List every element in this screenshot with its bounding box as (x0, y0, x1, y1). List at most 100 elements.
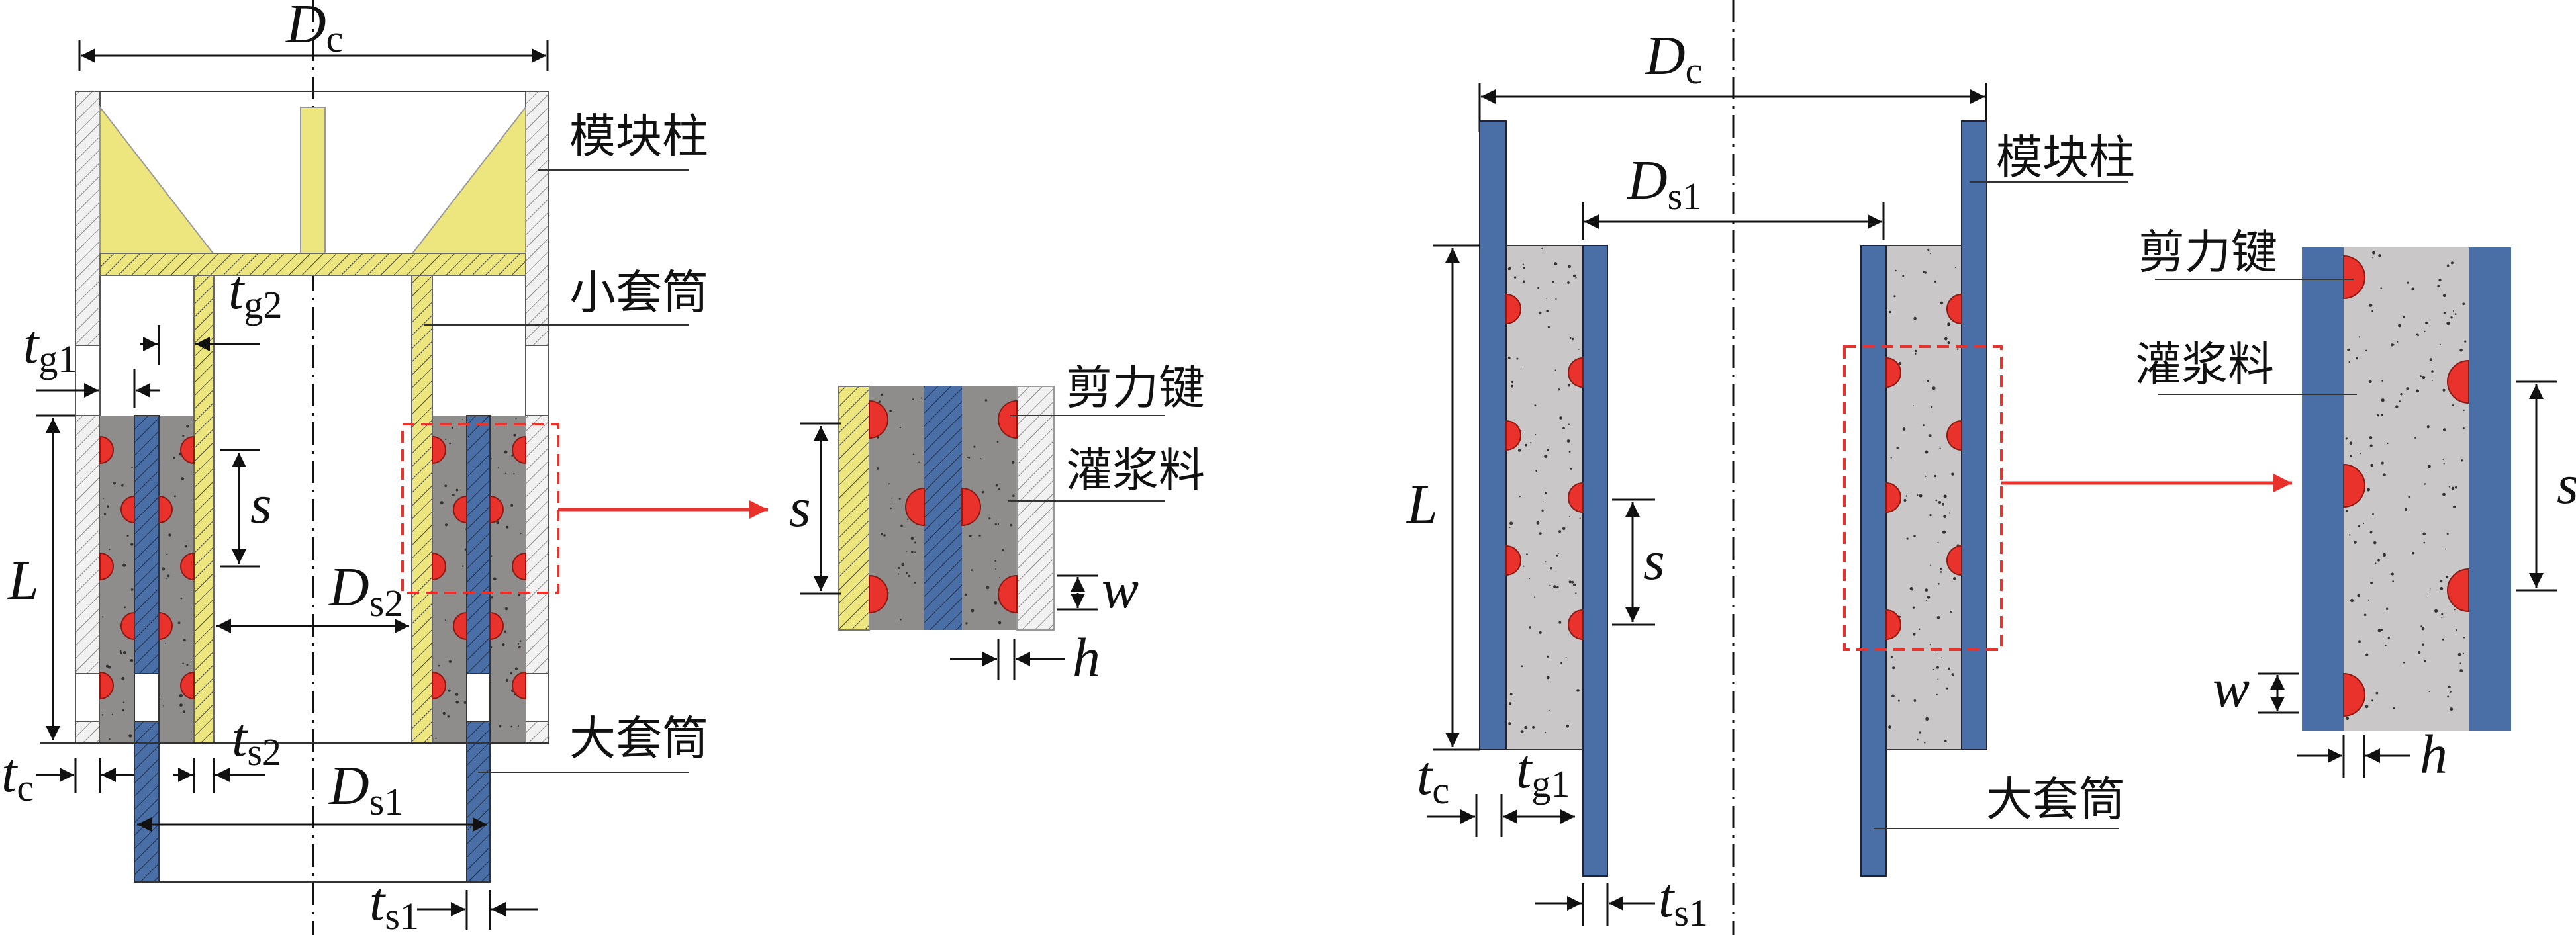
grout-speckle (1912, 606, 1915, 609)
grout-speckle (1940, 301, 1944, 305)
grout-speckle (1917, 494, 1919, 496)
grout-speckle (2365, 349, 2367, 351)
grout-speckle (1946, 687, 1948, 690)
grout-speckle (2423, 541, 2426, 544)
grout-speckle (2462, 302, 2465, 306)
large-sleeve-right (1860, 245, 1887, 877)
grout-speckle (1510, 384, 1513, 388)
grout-speckle (180, 597, 183, 600)
grout-speckle (914, 541, 917, 544)
grout-speckle (914, 582, 916, 584)
grout-speckle (2372, 251, 2376, 255)
shear-key (453, 495, 467, 524)
grout-speckle (2368, 380, 2372, 384)
grout-speckle (900, 524, 903, 527)
grout-speckle (504, 450, 508, 454)
grout-speckle (1579, 517, 1581, 519)
grout-speckle (2420, 625, 2423, 628)
grout-speckle (2434, 609, 2438, 613)
grout-speckle (166, 553, 168, 556)
grout-speckle (1576, 689, 1580, 692)
grout-speckle (888, 483, 890, 485)
grout-speckle (1937, 678, 1939, 680)
callout-large-sleeve: 大套筒 (1986, 772, 2125, 826)
grout-speckle (1560, 662, 1563, 664)
shear-key (99, 435, 114, 465)
grout-speckle (1565, 656, 1567, 658)
grout-speckle (2461, 459, 2463, 462)
grout-speckle (448, 660, 452, 663)
grout-speckle (2385, 607, 2389, 610)
grout-speckle (2456, 629, 2457, 631)
shear-key (99, 552, 114, 581)
shear-key (432, 552, 446, 581)
grout-speckle (2424, 330, 2426, 333)
grout-speckle (2397, 341, 2399, 343)
grout-speckle (119, 650, 122, 652)
dim-label-ds2: Ds2 (328, 557, 403, 625)
grout-speckle (2411, 287, 2414, 291)
grout-speckle (1940, 568, 1942, 570)
grout-speckle (1554, 262, 1558, 266)
grout-speckle (1545, 561, 1547, 563)
dim-label-ds1: Ds1 (1627, 150, 1701, 218)
grout-speckle (173, 457, 175, 459)
grout-speckle (912, 398, 914, 400)
grout-speckle (1917, 738, 1919, 741)
grout-speckle (2446, 575, 2449, 578)
grout-speckle (1567, 281, 1570, 284)
grout-speckle (2437, 285, 2440, 288)
dim-label-l: L (1406, 474, 1438, 535)
grout-speckle (1535, 434, 1537, 435)
grout-speckle (1569, 337, 1572, 339)
dim-label-tc: tc (1, 742, 34, 809)
grout-speckle (2358, 336, 2361, 338)
grout-speckle (1536, 521, 1540, 525)
grout-speckle (1935, 651, 1936, 652)
grout-speckle (2398, 324, 2401, 328)
dim-label-ts1: ts1 (369, 871, 419, 935)
grout-speckle (455, 693, 459, 696)
grout-speckle (1928, 434, 1932, 437)
grout-speckle (981, 490, 984, 494)
grout-speckle (2392, 343, 2395, 346)
grout-speckle (998, 621, 1002, 625)
grout-speckle (2376, 414, 2379, 417)
grout-speckle (2429, 588, 2431, 590)
grout-speckle (1537, 287, 1539, 289)
grout-speckle (1509, 527, 1511, 528)
grout-speckle (2450, 261, 2454, 265)
callout-module-column: 模块柱 (1996, 130, 2135, 185)
grout-speckle (2369, 436, 2373, 439)
shear-key (489, 611, 504, 641)
shear-key (2343, 463, 2365, 508)
grout-speckle (1542, 501, 1544, 502)
grout-speckle (995, 568, 996, 570)
grout-speckle (2393, 707, 2395, 709)
grout-speckle (1571, 580, 1574, 584)
grout-speckle (911, 551, 914, 553)
grout-speckle (1534, 596, 1536, 598)
grout-speckle (1925, 717, 1929, 721)
grout-speckle (1509, 521, 1513, 525)
module-column-wall-left (75, 91, 101, 744)
grout-speckle (1918, 628, 1921, 631)
shear-key (1505, 545, 1521, 576)
grout-speckle (451, 426, 454, 429)
grout-speckle (2448, 323, 2450, 326)
grout-speckle (908, 574, 911, 578)
grout-speckle (1956, 348, 1959, 350)
grout-speckle (984, 399, 988, 402)
grout-speckle (1545, 731, 1547, 734)
shear-keys-right-diagram (1505, 293, 1962, 641)
grout-speckle (988, 517, 991, 520)
grout-speckle (2442, 638, 2444, 641)
grout-speckle (463, 701, 467, 704)
grout-speckle (1950, 611, 1952, 613)
grout-speckle (2400, 393, 2403, 396)
grout-speckle (182, 662, 184, 664)
grout-speckle (1532, 725, 1535, 729)
grout-speckle (186, 425, 189, 428)
grout-speckle (1906, 537, 1909, 540)
grout-speckle (2406, 387, 2409, 390)
